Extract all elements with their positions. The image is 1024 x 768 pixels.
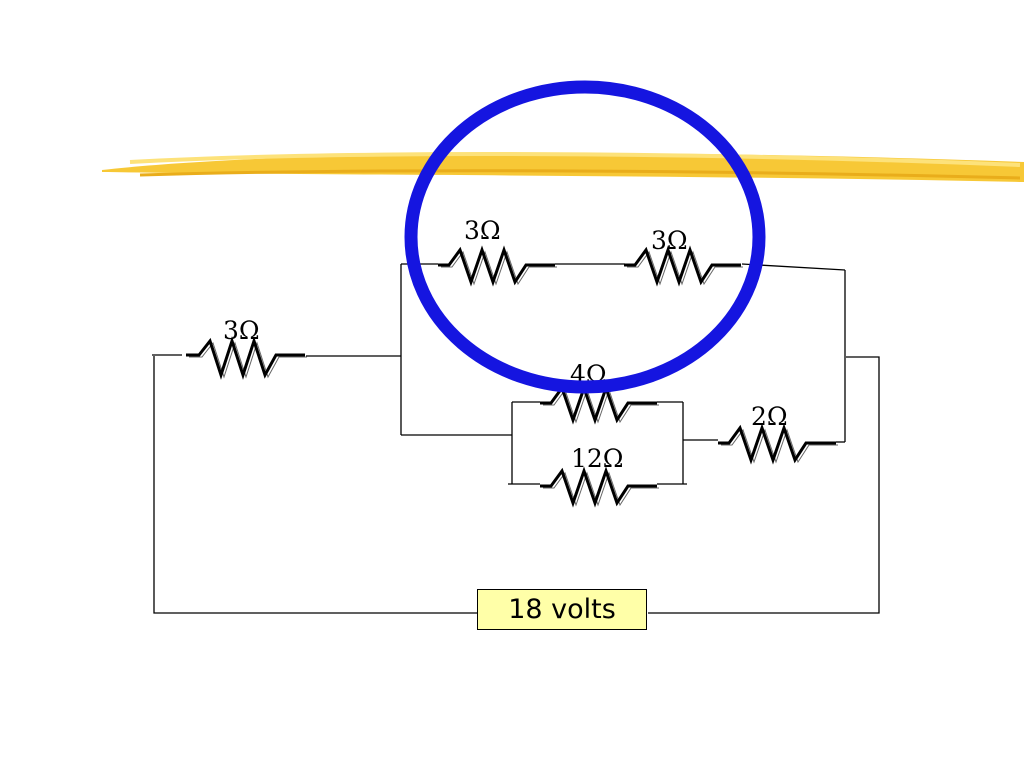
resistor-top-1-label: 3Ω	[464, 216, 501, 245]
resistor-top-2-label: 3Ω	[651, 226, 688, 255]
resistor-left-label: 3Ω	[223, 316, 260, 345]
resistor-top-1	[438, 245, 557, 287]
resistor-right-label: 2Ω	[751, 402, 788, 431]
resistor-right	[718, 423, 838, 465]
resistor-bottom-label: 12Ω	[571, 444, 624, 473]
resistor-mid	[540, 383, 659, 425]
circuit-wires	[152, 263, 880, 614]
yellow-brush-stroke	[102, 152, 1024, 182]
resistor-left	[186, 336, 307, 380]
resistor-bottom	[540, 466, 659, 508]
highlight-circle	[404, 80, 766, 394]
voltage-source-label: 18 volts	[508, 594, 616, 625]
voltage-source-box: 18 volts	[477, 589, 647, 630]
resistor-top-2	[624, 245, 743, 287]
